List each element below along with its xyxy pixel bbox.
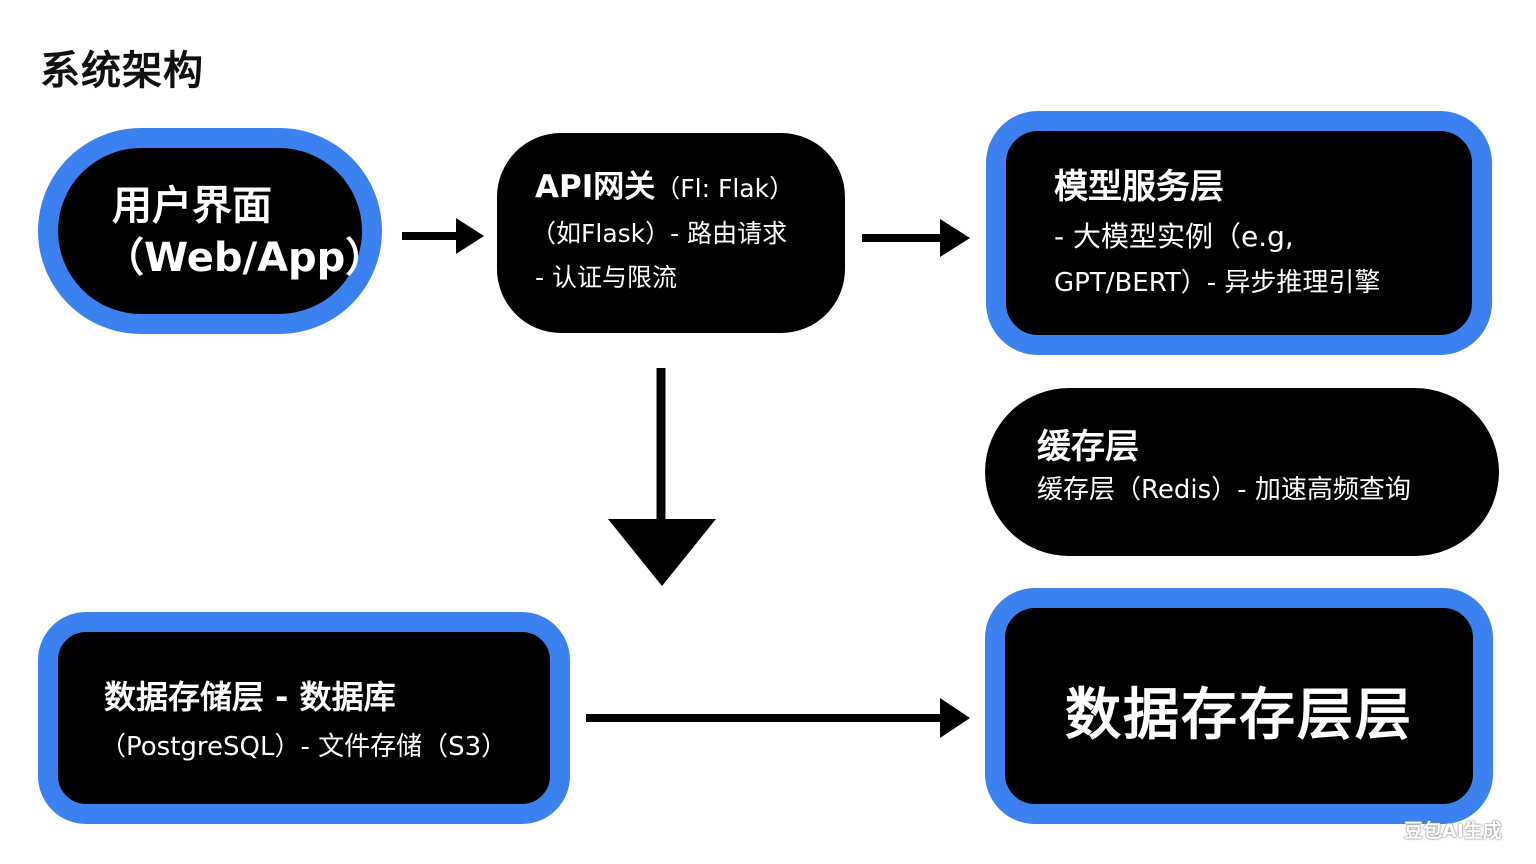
node-cache-detail: 缓存层（Redis）- 加速高频查询 [1037, 475, 1411, 505]
node-model-detail-1: - 大模型实例（e.g, [1054, 220, 1294, 253]
arrow-storage-to-storage-right [586, 698, 970, 738]
arrow-api-to-model [862, 219, 970, 257]
node-user-label: 用户界面 [112, 183, 272, 229]
node-model-title: 模型服务层 [1054, 167, 1224, 207]
node-model-service: 模型服务层 - 大模型实例（e.g, GPT/BERT）- 异步推理引擎 [986, 111, 1492, 355]
node-model-detail-2: GPT/BERT）- 异步推理引擎 [1054, 268, 1381, 298]
node-cache-title: 缓存层 [1037, 427, 1139, 467]
node-user-sublabel: （Web/App） [104, 235, 386, 281]
arrow-api-to-storage [608, 368, 716, 586]
node-api-title-note: （Fl: Flak） [655, 174, 795, 203]
node-data-storage-right: 数据存存层层 [985, 588, 1493, 824]
diagram-title: 系统架构 [40, 48, 204, 94]
node-api-title: API网关（Fl: Flak） [535, 165, 845, 211]
node-api-title-main: API网关 [535, 169, 656, 205]
arrow-user-to-api [402, 218, 484, 254]
node-storage-title: 数据存储层 - 数据库 [104, 678, 396, 716]
node-storage-detail: （PostgreSQL）- 文件存储（S3） [100, 732, 508, 762]
node-user-interface: 用户界面 （Web/App） [38, 128, 386, 334]
node-cache-layer: 缓存层 缓存层（Redis）- 加速高频查询 [985, 388, 1499, 556]
node-data-storage: 数据存储层 - 数据库 （PostgreSQL）- 文件存储（S3） [38, 612, 570, 824]
node-api-detail-1: （如Flask）- 路由请求 [531, 219, 788, 248]
node-storage-right-label: 数据存存层层 [1065, 682, 1413, 748]
node-api-detail-2: - 认证与限流 [535, 263, 677, 292]
watermark: 豆包AI生成 [1404, 820, 1502, 842]
node-api-gateway: API网关（Fl: Flak） （如Flask）- 路由请求 - 认证与限流 [497, 133, 845, 333]
